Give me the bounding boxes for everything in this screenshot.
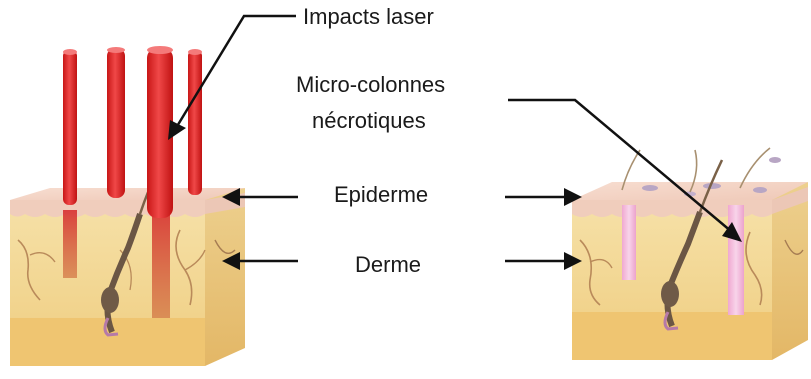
laser-beam (107, 48, 125, 198)
dermis-label: Derme (355, 252, 421, 277)
laser-impacts-pointer (168, 16, 296, 140)
necrotic-columns-label-line1: Micro-colonnes (296, 72, 445, 97)
skin-block-top-face (10, 188, 245, 200)
epidermis-arrow-right (505, 188, 582, 206)
necrotic-columns-label-line2: nécrotiques (312, 108, 426, 133)
laser-beam (63, 50, 77, 205)
post-treatment-skin-block-right (572, 148, 808, 360)
necrotic-column (728, 205, 744, 315)
epidermis-label: Epiderme (334, 182, 428, 207)
laser-impacts-label: Impacts laser (303, 4, 434, 29)
dermis-arrow-right (505, 252, 582, 270)
laser-beam (188, 50, 202, 195)
skin-block-side-face (205, 188, 245, 366)
necrotic-column (622, 205, 636, 280)
treated-skin-block-left (10, 46, 245, 366)
epidermis-layer (10, 200, 205, 217)
